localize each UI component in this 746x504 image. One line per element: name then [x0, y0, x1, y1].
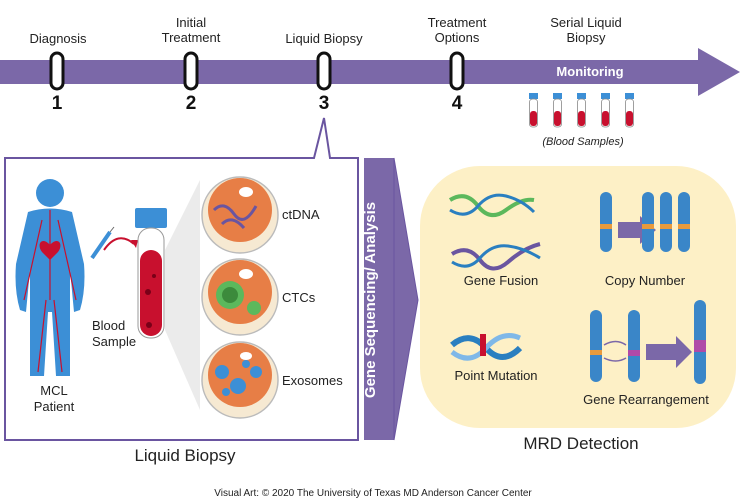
ctcs-circle — [201, 258, 279, 336]
exosomes-circle — [201, 341, 279, 419]
mrd-panel — [420, 166, 736, 428]
timeline-arrow — [0, 48, 740, 96]
blood-sample-tubes — [529, 93, 634, 128]
timeline-marker-3 — [316, 51, 332, 91]
ctdna-label: ctDNA — [282, 207, 320, 222]
step-number-2: 2 — [185, 93, 197, 114]
step-number-4: 4 — [451, 93, 463, 114]
timeline-marker-1 — [49, 51, 65, 91]
copy-number-icon — [600, 192, 690, 252]
gene-rearrangement-label: Gene Rearrangement — [583, 392, 709, 407]
transfer-arrow — [103, 237, 135, 251]
ctdna-circle — [201, 176, 279, 254]
syringe-icon — [90, 226, 115, 260]
gene-sequencing-arrow — [364, 157, 419, 441]
point-mutation-icon — [450, 333, 523, 361]
transfer-arrow-head — [131, 240, 138, 248]
step-label-1: Diagnosis — [29, 31, 87, 46]
blood-sample-label-line-1: Blood — [92, 318, 126, 333]
patient-label-line-2: Patient — [33, 399, 75, 414]
gene-fusion-label: Gene Fusion — [463, 273, 539, 288]
point-mutation-label: Point Mutation — [454, 368, 538, 383]
timeline-marker-2 — [183, 51, 199, 91]
blood-samples-label: (Blood Samples) — [542, 136, 624, 148]
monitoring-label: Monitoring — [556, 64, 624, 79]
blood-sample-label-line-2: Sample — [92, 334, 137, 349]
blood-sample-tube — [135, 208, 167, 339]
step-number-1: 1 — [51, 93, 63, 114]
step-label-5: Serial Liquid Biopsy — [550, 15, 622, 45]
gene-rearrangement-icon — [590, 300, 706, 384]
timeline-marker-4 — [449, 51, 465, 91]
liquid-biopsy-title: Liquid Biopsy — [134, 446, 236, 465]
ctcs-label: CTCs — [282, 290, 316, 305]
step-label-2: Initial Treatment — [161, 15, 221, 45]
step-label-4: Treatment Options — [427, 15, 487, 45]
credit-line: Visual Art: © 2020 The University of Tex… — [214, 488, 532, 499]
copy-number-label: Copy Number — [604, 273, 686, 288]
mrd-detection-title: MRD Detection — [523, 434, 639, 453]
exosomes-label: Exosomes — [282, 373, 343, 388]
patient-figure — [15, 179, 85, 376]
gene-fusion-icon — [448, 193, 541, 271]
step-label-3: Liquid Biopsy — [285, 31, 363, 46]
magnify-beam — [165, 180, 200, 410]
step-number-3: 3 — [318, 93, 330, 114]
patient-label-line-1: MCL — [40, 383, 68, 398]
gene-sequencing-label: Gene Sequencing/ Analysis — [362, 201, 379, 399]
